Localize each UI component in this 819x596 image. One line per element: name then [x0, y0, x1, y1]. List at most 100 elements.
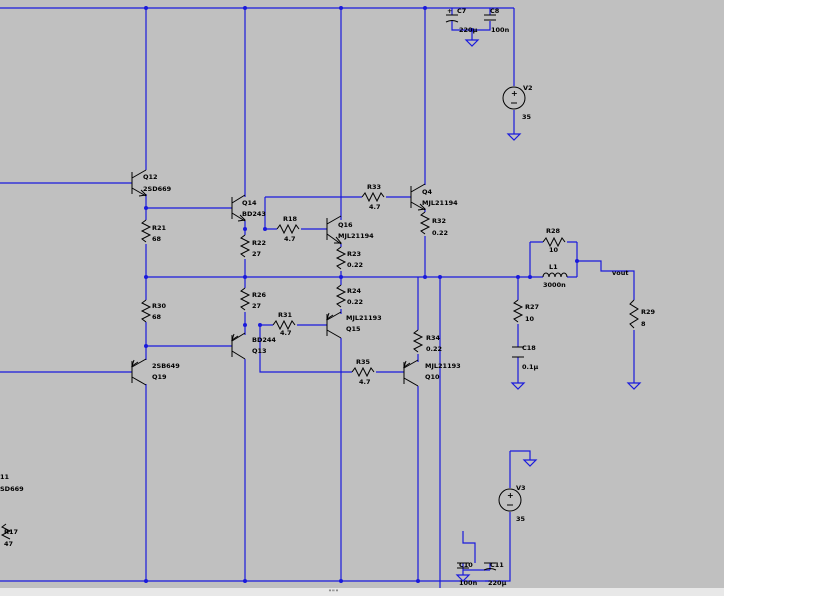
svg-text:10: 10 — [525, 315, 535, 323]
svg-text:R28: R28 — [546, 227, 561, 235]
svg-text:11: 11 — [0, 473, 10, 481]
svg-text:R27: R27 — [525, 303, 539, 311]
svg-text:+: + — [447, 7, 452, 15]
transistor-q4 — [410, 183, 427, 211]
svg-text:Q15: Q15 — [346, 325, 361, 333]
svg-text:L1: L1 — [549, 263, 558, 271]
capacitors: + — [445, 7, 524, 571]
voltage-source-v2: + — [502, 86, 526, 110]
svg-text:C11: C11 — [490, 561, 504, 569]
ground-c7 — [464, 39, 480, 47]
svg-text:2SD669: 2SD669 — [143, 185, 172, 193]
resistor-r29 — [629, 299, 639, 329]
svg-text:0.22: 0.22 — [426, 345, 442, 353]
svg-text:MJL21194: MJL21194 — [338, 232, 374, 240]
transistor-q14 — [231, 194, 247, 222]
voltage-sources: + + — [498, 86, 526, 512]
svg-text:4.7: 4.7 — [280, 329, 292, 337]
resistor-r27 — [512, 299, 524, 323]
transistor-q19 — [131, 358, 147, 386]
svg-text:47: 47 — [4, 540, 13, 548]
svg-text:4.7: 4.7 — [284, 235, 296, 243]
svg-text:220µ: 220µ — [459, 26, 478, 34]
capacitor-c7: + — [445, 7, 459, 23]
svg-text:R26: R26 — [252, 291, 267, 299]
svg-text:0.22: 0.22 — [347, 261, 363, 269]
svg-text:BD244: BD244 — [252, 336, 276, 344]
schematic-drawing: + + + Q12 2SD669 Q14 BD243 Q16 MJL21 — [0, 6, 656, 588]
svg-text:V2: V2 — [523, 84, 533, 92]
capacitor-c11 — [483, 562, 497, 571]
svg-text:Q12: Q12 — [143, 173, 158, 181]
resize-grip[interactable]: """ — [328, 589, 339, 596]
resistor-r17 — [0, 523, 12, 540]
ground-v3 — [522, 459, 538, 467]
svg-text:100n: 100n — [459, 579, 478, 587]
svg-text:MJL21194: MJL21194 — [422, 199, 458, 207]
resistor-r21 — [140, 219, 152, 243]
svg-text:Q4: Q4 — [422, 188, 433, 196]
resistor-r18 — [276, 223, 300, 235]
transistor-q12 — [131, 169, 148, 197]
transistor-q13 — [231, 332, 246, 360]
svg-text:R32: R32 — [432, 217, 446, 225]
labels: Q12 2SD669 Q14 BD243 Q16 MJL21194 Q4 MJL… — [0, 7, 656, 587]
resistor-r26 — [239, 287, 251, 311]
transistor-q15 — [326, 311, 342, 339]
svg-text:R24: R24 — [347, 287, 362, 295]
svg-text:+: + — [511, 89, 518, 98]
svg-text:4.7: 4.7 — [359, 378, 371, 386]
svg-text:R33: R33 — [367, 183, 381, 191]
resistor-r30 — [140, 299, 152, 323]
resistor-r24 — [335, 284, 347, 308]
svg-text:+: + — [507, 491, 514, 500]
svg-text:10: 10 — [549, 246, 559, 254]
transistors — [131, 169, 427, 387]
resistors — [0, 191, 639, 540]
svg-text:R23: R23 — [347, 250, 361, 258]
svg-text:C7: C7 — [457, 7, 466, 15]
svg-text:R22: R22 — [252, 239, 266, 247]
capacitor-c8 — [484, 14, 496, 21]
svg-text:Q16: Q16 — [338, 221, 353, 229]
svg-text:C10: C10 — [459, 561, 473, 569]
svg-text:27: 27 — [252, 302, 261, 310]
capacitor-c10 — [457, 562, 469, 569]
svg-text:Q10: Q10 — [425, 373, 440, 381]
svg-text:220µ: 220µ — [488, 579, 507, 587]
net-label-vout: vout — [612, 269, 628, 277]
svg-text:C18: C18 — [522, 344, 536, 352]
voltage-source-v3: + — [498, 488, 522, 512]
ground-c18 — [510, 382, 526, 390]
svg-text:R30: R30 — [152, 302, 167, 310]
svg-text:Q19: Q19 — [152, 373, 167, 381]
svg-text:100n: 100n — [491, 26, 510, 34]
ground-c10 — [455, 574, 471, 582]
transistor-q16 — [326, 215, 343, 245]
svg-text:R17: R17 — [4, 528, 18, 536]
ground-r29 — [626, 382, 642, 390]
resistor-r22 — [239, 234, 251, 258]
svg-text:0.22: 0.22 — [347, 298, 363, 306]
transistor-q10 — [403, 359, 419, 387]
svg-text:MJL21193: MJL21193 — [346, 314, 382, 322]
capacitor-c18 — [512, 346, 524, 358]
svg-text:R31: R31 — [278, 311, 293, 319]
wires — [0, 7, 635, 588]
svg-text:C8: C8 — [490, 7, 500, 15]
svg-text:Q14: Q14 — [242, 199, 257, 207]
svg-text:R29: R29 — [641, 308, 656, 316]
svg-text:Q13: Q13 — [252, 347, 267, 355]
svg-text:R35: R35 — [356, 358, 371, 366]
resistor-r35 — [351, 366, 375, 378]
resistor-r28 — [542, 236, 566, 248]
ground-v2 — [506, 133, 522, 141]
junction-dots — [144, 6, 579, 583]
svg-text:8: 8 — [641, 320, 646, 328]
resistor-r23 — [335, 246, 347, 270]
svg-text:2SB649: 2SB649 — [152, 362, 180, 370]
schematic-canvas[interactable]: + + + Q12 2SD669 Q14 BD243 Q16 MJL21 — [0, 0, 724, 588]
svg-text:R18: R18 — [283, 215, 298, 223]
inductor-l1 — [542, 272, 568, 278]
svg-text:35: 35 — [516, 515, 526, 523]
